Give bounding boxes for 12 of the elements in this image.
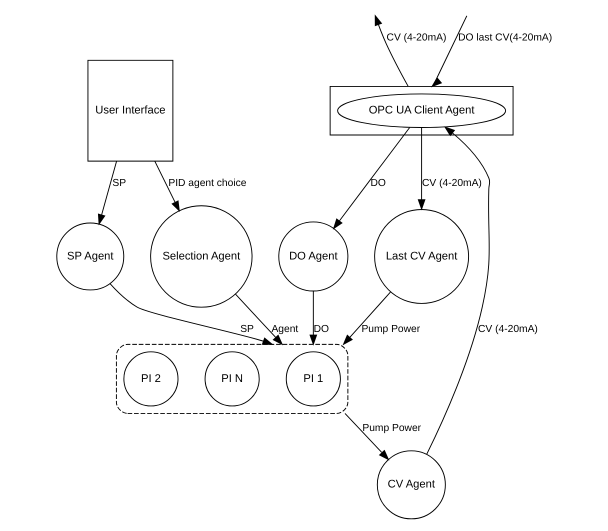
edge-label: DO — [370, 178, 386, 190]
edge-label: DO — [313, 324, 328, 336]
edge-label: CV (4-20mA) — [422, 178, 482, 190]
edge-label: SP — [240, 324, 254, 336]
edge-label: PID agent choice — [168, 178, 246, 190]
edge-label: CV (4-20mA) — [386, 32, 446, 44]
edge-label: CV (4-20mA) — [478, 324, 538, 336]
edge-label: Pump Power — [362, 422, 421, 434]
edge-label: SP — [112, 178, 126, 190]
edge-label: Agent — [270, 324, 298, 336]
edge-label: Pump Power — [360, 324, 420, 336]
edge-label: DO last CV(4-20mA) — [458, 32, 552, 44]
